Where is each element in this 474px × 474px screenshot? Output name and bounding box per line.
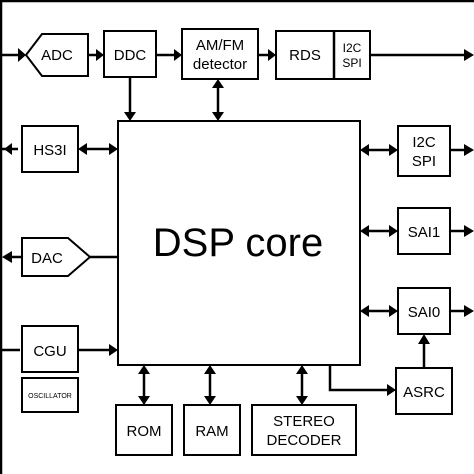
arrowhead-adc-ddc	[96, 49, 104, 61]
ddc-label: DDC	[114, 47, 147, 64]
hs3i-label: HS3I	[33, 142, 66, 159]
arrowhead-amfm-core-up	[212, 79, 224, 88]
dac-block	[21, 237, 92, 277]
arrowhead-cgu-core	[109, 344, 118, 356]
output-arrowhead-top	[464, 49, 474, 61]
arrow-core-asrc	[328, 365, 388, 392]
ram-label: RAM	[195, 423, 228, 440]
arrowhead-ram-down	[204, 396, 216, 405]
arrowhead-asrc-sai0	[418, 334, 430, 344]
arrowhead-ddc-amfm	[174, 49, 182, 61]
i2c-spi-right-label-line1: I2C	[412, 134, 436, 151]
arrowhead-rom-down	[138, 396, 150, 405]
arrowhead-ddc-core	[124, 112, 136, 121]
sai0-label: SAI0	[408, 304, 441, 321]
arrowhead-hs3i-left	[78, 143, 87, 155]
arrowhead-rom-up	[138, 365, 150, 374]
dsp-core-block	[117, 120, 361, 366]
asrc-block	[395, 367, 453, 415]
oscillator-block	[21, 377, 79, 413]
arrowhead-stereo-down	[296, 396, 308, 405]
arrowhead-sai0-right	[389, 305, 398, 317]
cgu-label: CGU	[33, 343, 66, 360]
rds-label: RDS	[289, 47, 321, 64]
arrowhead-i2c-spi-left	[360, 144, 369, 156]
i2c-spi-top-label-line2: SPI	[342, 56, 361, 70]
i2c-spi-right-label-line2: SPI	[412, 153, 436, 170]
arrowhead-sai1-left	[360, 225, 369, 237]
arrowhead-sai1-right	[389, 225, 398, 237]
i2c-spi-top-label-line1: I2C	[343, 41, 362, 55]
hs3i-external-arrowhead	[4, 143, 12, 155]
rom-label: ROM	[127, 423, 162, 440]
stereo-label-line1: STEREO	[273, 413, 335, 430]
rom-block	[115, 404, 173, 456]
arrowhead-amfm-rds	[268, 49, 276, 61]
adc-label: ADC	[41, 47, 73, 64]
arrowhead-sai0-left	[360, 305, 369, 317]
input-arrowhead-adc	[18, 48, 26, 62]
arrowhead-stereo-up	[296, 365, 308, 374]
amfm-label-line1: AM/FM	[196, 37, 244, 54]
arrowhead-core-asrc	[387, 384, 396, 396]
sai1-block	[397, 207, 451, 255]
stereo-label-line2: DECODER	[266, 432, 341, 449]
dac-external-arrowhead	[2, 251, 12, 263]
amfm-label-line2: detector	[193, 56, 247, 73]
dac-label: DAC	[31, 250, 63, 267]
cgu-block	[21, 325, 79, 373]
asrc-label: ASRC	[403, 384, 445, 401]
oscillator-label: OSCILLATOR	[28, 393, 72, 400]
sai1-label: SAI1	[408, 224, 441, 241]
i2c-spi-external-arrowhead	[464, 144, 474, 156]
sai0-external-arrowhead	[464, 305, 474, 317]
arrowhead-i2c-spi-right	[389, 144, 398, 156]
arrowhead-ram-up	[204, 365, 216, 374]
stereo-decoder-block	[251, 404, 357, 456]
arrowhead-hs3i-right	[109, 143, 118, 155]
ram-block	[183, 404, 241, 456]
arrowhead-amfm-core-down	[212, 112, 224, 121]
sai1-external-arrowhead	[464, 225, 474, 237]
hs3i-block	[21, 125, 79, 173]
dsp-core-label: DSP core	[153, 221, 323, 265]
